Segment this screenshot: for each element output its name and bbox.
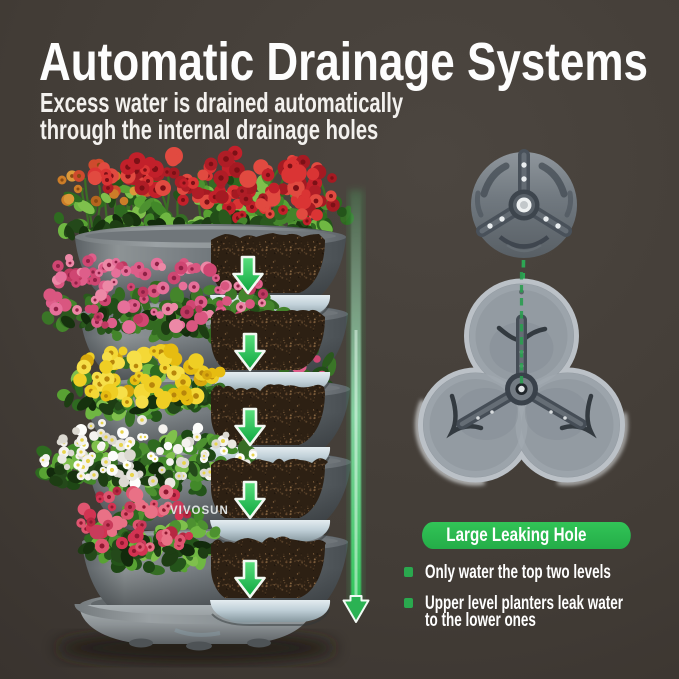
svg-text:VIVOSUN: VIVOSUN: [170, 505, 229, 517]
